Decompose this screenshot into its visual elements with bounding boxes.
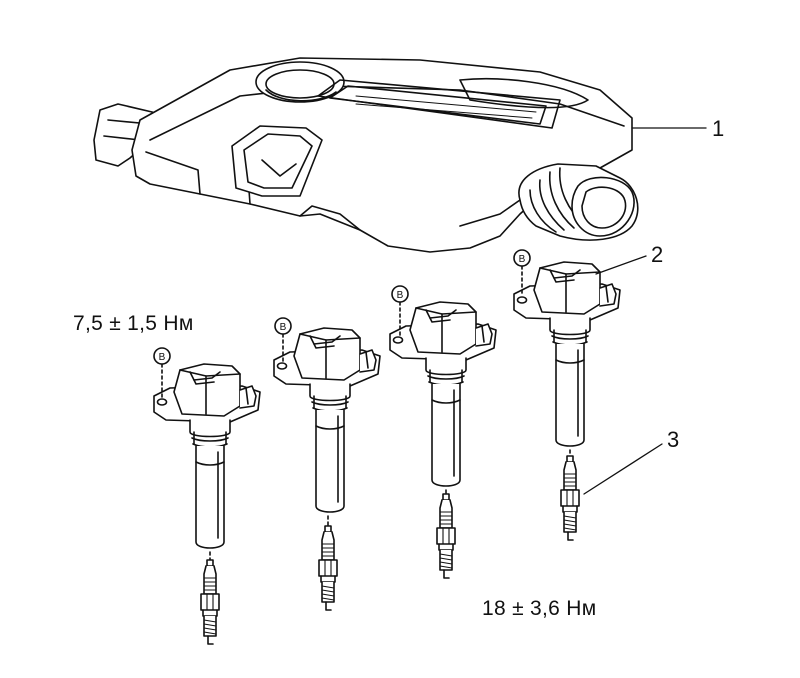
bolt-marker-3: B	[397, 290, 404, 301]
ignition-coil-3	[389, 301, 497, 487]
bolt-marker-group	[153, 249, 531, 399]
bolt-marker-4: B	[519, 254, 526, 265]
engine-cover	[93, 57, 707, 253]
ignition-coil-4	[513, 255, 647, 447]
callout-ignition-coil: 2	[651, 242, 664, 267]
spark-plug-4	[560, 443, 663, 541]
bolt-marker-2: B	[280, 322, 287, 333]
spark-plug-2	[318, 515, 338, 611]
torque-spark-plug: 18 ± 3,6 Нм	[482, 597, 597, 620]
bolt-marker-1: B	[159, 352, 166, 363]
spark-plug-1	[200, 551, 220, 645]
callout-spark-plug: 3	[667, 427, 680, 452]
ignition-coil-2	[273, 327, 381, 513]
callout-engine-cover: 1	[712, 116, 725, 141]
torque-coil-bolt: 7,5 ± 1,5 Нм	[73, 312, 194, 335]
spark-plug-3	[436, 489, 456, 579]
ignition-coil-1	[153, 363, 261, 549]
